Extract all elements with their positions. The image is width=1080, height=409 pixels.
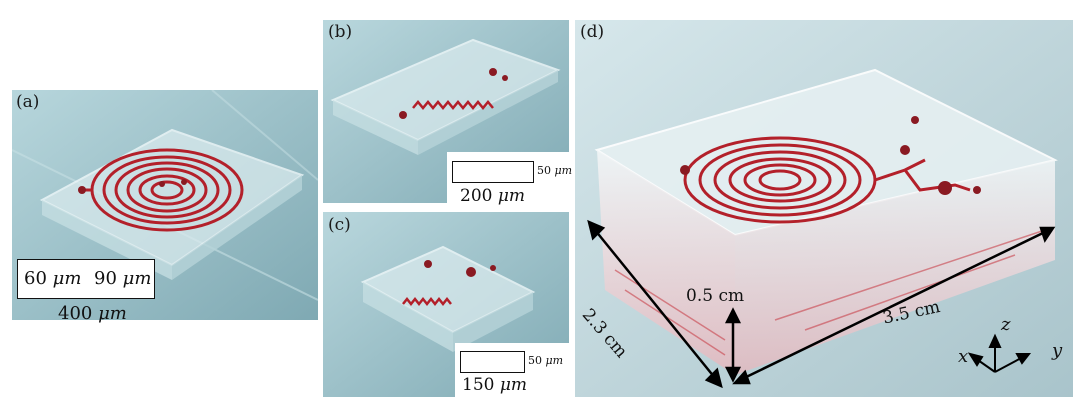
spiral-channel	[82, 148, 244, 232]
panel-d-height-label: 0.5 cm	[686, 286, 745, 306]
panel-c-scale-box	[460, 351, 525, 373]
panel-a-scale-left-unit: μm	[52, 268, 82, 289]
panel-d-axis-z-label: z	[1001, 314, 1011, 335]
panel-b-serpentine-channel	[412, 100, 494, 110]
panel-c-scale-height-label: 50 μm	[528, 354, 563, 367]
panel-b-scale-width-label: 200 μm	[460, 186, 525, 206]
panel-d-tag: (d)	[580, 22, 605, 42]
panel-a-scale-bottom-label: 400 μm	[58, 303, 127, 324]
panel-d-dimension-arrows	[587, 219, 1056, 389]
panel-c-scale-height-value: 50	[528, 354, 542, 367]
panel-a-scale-right-label: 90 μm	[94, 268, 151, 289]
panel-c-scale-width-label: 150 μm	[462, 375, 527, 395]
panel-c-serpentine-channel	[402, 296, 452, 307]
panel-a-scale-left-value: 60	[24, 268, 47, 289]
panel-a-scale-left-label: 60 μm	[24, 268, 81, 289]
panel-b-photo	[323, 20, 569, 203]
panel-b-device-illustration	[323, 20, 569, 203]
panel-c-device-illustration	[323, 212, 569, 397]
panel-a-scale-box	[17, 259, 155, 299]
panel-b-tag: (b)	[328, 22, 353, 42]
panel-d-spiral-channel	[683, 136, 877, 224]
panel-d-connector-channels	[874, 158, 971, 192]
panel-c-scale-height-unit: μm	[545, 354, 564, 367]
panel-c-scale-width-unit: μm	[499, 375, 528, 395]
panel-a-tag: (a)	[16, 92, 40, 112]
panel-a-scale-bottom-value: 400	[58, 303, 93, 324]
panel-c-scale-width-value: 150	[462, 375, 495, 395]
panel-b-scale-width-value: 200	[460, 186, 493, 206]
panel-b-scale-height-value: 50	[537, 164, 551, 177]
panel-a-photo	[12, 90, 318, 320]
panel-d-photo	[575, 20, 1073, 397]
panel-b-scale-box	[452, 161, 534, 183]
panel-b-scale-width-unit: μm	[497, 186, 526, 206]
panel-d-device-illustration	[575, 20, 1073, 397]
panel-a-scale-bottom-unit: μm	[98, 303, 127, 324]
panel-a-scale-right-unit: μm	[122, 268, 152, 289]
panel-b-scale-height-unit: μm	[554, 164, 573, 177]
panel-a-device-illustration	[12, 90, 318, 320]
panel-d-axis-y-label: y	[1052, 340, 1063, 361]
panel-b-scale-height-label: 50 μm	[537, 164, 572, 177]
panel-d-axis-x-label: x	[958, 346, 969, 367]
panel-d-axis-triad	[967, 333, 1032, 373]
panel-a-scale-right-value: 90	[94, 268, 117, 289]
panel-c-tag: (c)	[328, 215, 351, 235]
